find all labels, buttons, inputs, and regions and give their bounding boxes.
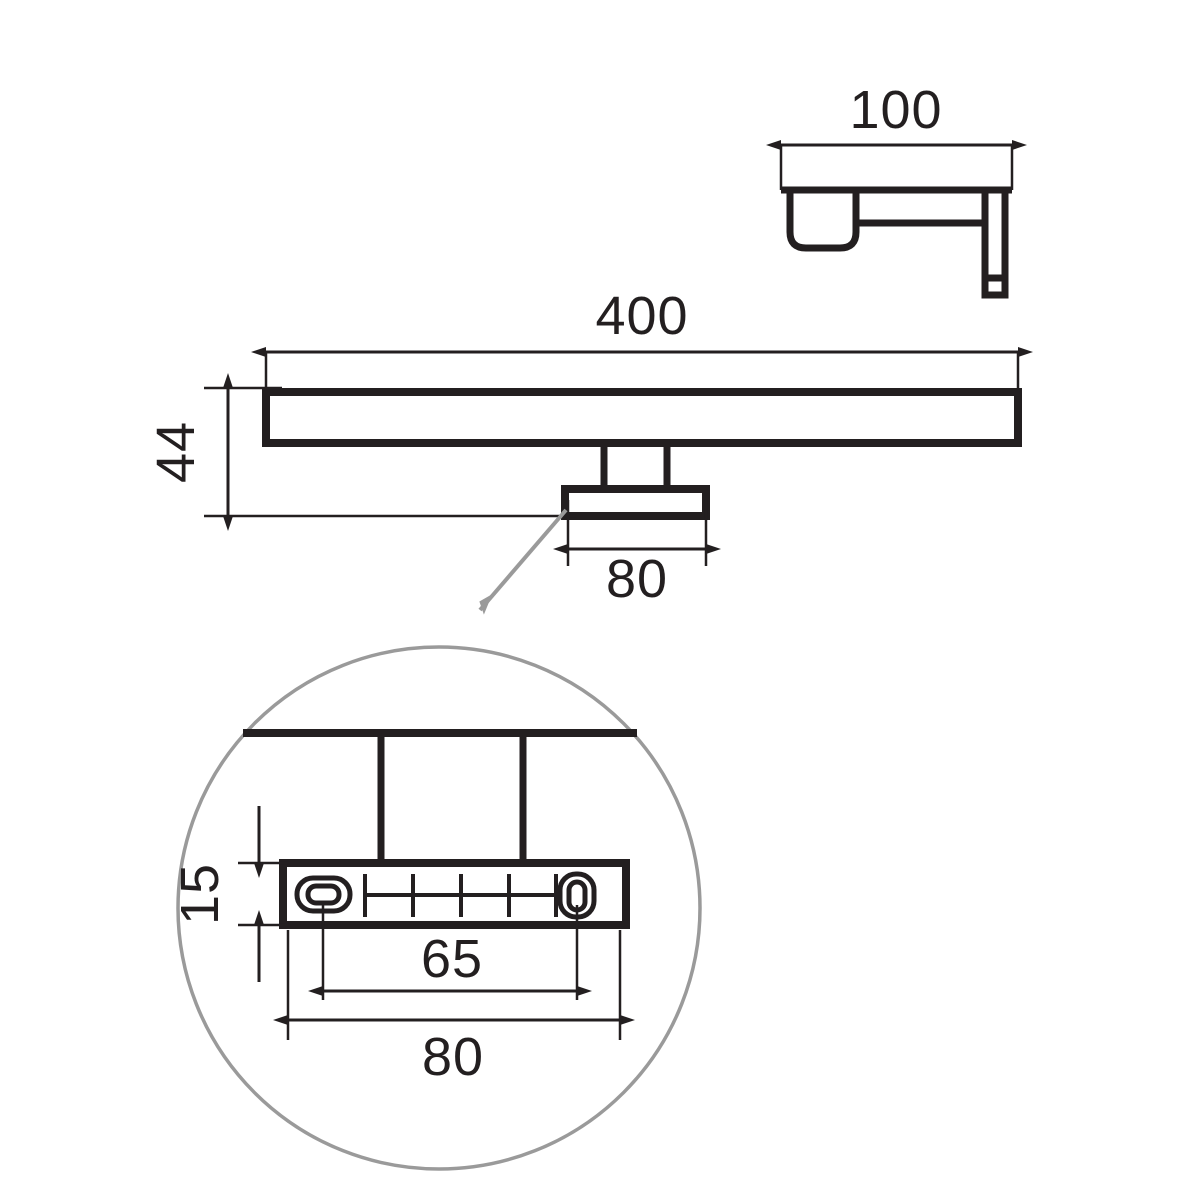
detail-leader-arrow	[478, 508, 568, 615]
dimension-label-detail-80: 80	[422, 1027, 484, 1087]
dimension-label-length-400: 400	[595, 286, 688, 346]
dimension-label-depth-100: 100	[849, 80, 942, 140]
dimension-label-detail-65: 65	[421, 929, 483, 989]
wall-mount-plate	[561, 485, 710, 520]
side-view-wall-plate	[981, 190, 1009, 299]
keyhole-slot-left-inner	[305, 883, 342, 906]
detail-circle-boundary	[176, 645, 702, 1171]
dimension-label-bracket-80: 80	[606, 549, 668, 609]
detail-bracket-body	[279, 859, 630, 929]
dimension-label-height-44: 44	[146, 421, 206, 483]
luminaire-bar	[262, 388, 1022, 447]
front-view: 400 44 80	[146, 286, 1033, 615]
side-view-housing-rounded	[786, 190, 860, 252]
side-view-outer-profile	[790, 186, 1009, 299]
detail-view: 15 65 80	[170, 645, 702, 1171]
dimension-label-detail-15: 15	[170, 863, 230, 925]
side-view: 100	[766, 80, 1027, 299]
